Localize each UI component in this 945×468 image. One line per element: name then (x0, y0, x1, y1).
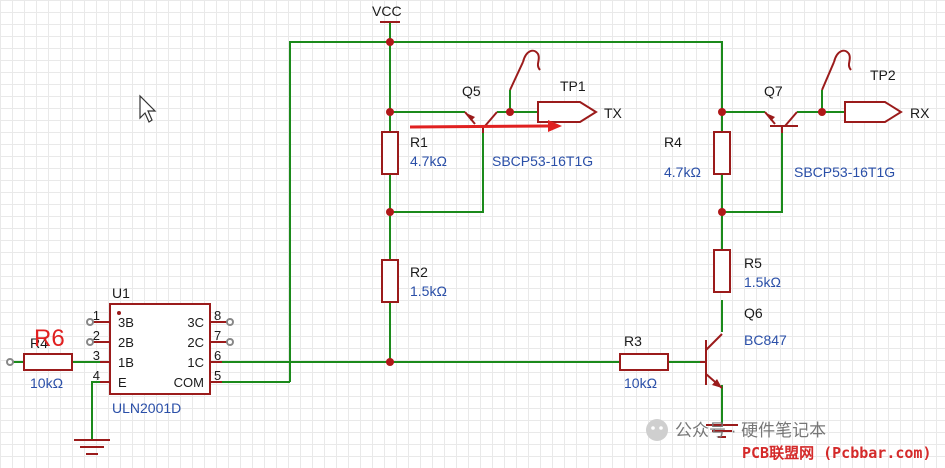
u1-pin-num: 4 (93, 368, 100, 383)
u1-pin-num: 3 (93, 348, 100, 363)
q6-value: BC847 (744, 332, 787, 348)
pin-unconnected-icon (226, 318, 234, 326)
wire-vcc-rail (289, 41, 723, 382)
junction (718, 108, 726, 116)
q5-value: SBCP53-16T1G (492, 153, 593, 169)
u1-pin-num: 5 (214, 368, 221, 383)
transistor-q6[interactable] (700, 333, 723, 389)
tx-label: TX (604, 105, 623, 121)
resistor-r2[interactable] (381, 259, 399, 303)
transistor-q7[interactable] (764, 111, 798, 133)
ground-icon (74, 439, 110, 455)
r3-ref: R3 (624, 333, 642, 349)
u1-pin-name: E (118, 375, 127, 390)
tp1-label: TP1 (560, 78, 586, 94)
junction (718, 208, 726, 216)
resistor-r1[interactable] (381, 131, 399, 175)
u1-pin-name: 3C (187, 315, 204, 330)
r4-value: 4.7kΩ (664, 164, 701, 180)
junction (386, 108, 394, 116)
r1-value: 4.7kΩ (410, 153, 447, 169)
probe-icon (821, 49, 852, 91)
r3-value: 10kΩ (624, 375, 657, 391)
watermark: 公众号 · 硬件笔记本 PCB联盟网 (Pcbbar.com) (646, 419, 932, 462)
u1-pin-num: 8 (214, 308, 221, 323)
resistor-r3[interactable] (619, 353, 669, 371)
mouse-cursor-icon (139, 94, 157, 123)
pin-unconnected-icon (86, 338, 94, 346)
transistor-q5[interactable] (464, 111, 500, 133)
q7-ref: Q7 (764, 83, 783, 99)
tp2-label: TP2 (870, 67, 896, 83)
wire-ground (91, 381, 100, 440)
wire-q5-base (390, 133, 484, 213)
u1-value: ULN2001D (112, 400, 181, 416)
r4-ref: R4 (664, 134, 682, 150)
annotation-arrow (409, 124, 549, 129)
junction (506, 108, 514, 116)
watermark-site: PCB联盟网 (Pcbbar.com) (742, 444, 932, 462)
junction (386, 38, 394, 46)
u1-pin-num: 1 (93, 308, 100, 323)
r6-original-ref: R4 (30, 335, 48, 351)
u1-pin-name: 1C (187, 355, 204, 370)
ic-u1[interactable] (109, 303, 211, 395)
r5-value: 1.5kΩ (744, 274, 781, 290)
port-rx[interactable] (844, 101, 903, 123)
port-tx[interactable] (537, 101, 598, 123)
wire-q7-base (722, 133, 783, 213)
u1-pin-name: 2C (187, 335, 204, 350)
r2-value: 1.5kΩ (410, 283, 447, 299)
u1-pin-name: COM (174, 375, 204, 390)
resistor-r5[interactable] (713, 249, 731, 293)
r1-ref: R1 (410, 134, 428, 150)
wechat-icon (646, 419, 668, 441)
ground-icon (706, 424, 738, 438)
junction (386, 208, 394, 216)
resistor-r6[interactable] (23, 353, 73, 371)
input-terminal-icon (6, 358, 14, 366)
q6-ref: Q6 (744, 305, 763, 321)
u1-pin-name: 3B (118, 315, 134, 330)
q5-ref: Q5 (462, 83, 481, 99)
probe-icon (509, 49, 541, 91)
watermark-account: 公众号 · 硬件笔记本 (675, 421, 826, 440)
u1-pin-num: 7 (214, 328, 221, 343)
annotation-arrow-head (548, 120, 562, 132)
vcc-label: VCC (372, 3, 402, 19)
r6-value: 10kΩ (30, 375, 63, 391)
r5-ref: R5 (744, 255, 762, 271)
u1-pin-num: 2 (93, 328, 100, 343)
rx-label: RX (910, 105, 930, 121)
u1-pin-num: 6 (214, 348, 221, 363)
u1-pin-name: 2B (118, 335, 134, 350)
junction (386, 358, 394, 366)
pin-unconnected-icon (86, 318, 94, 326)
pin-unconnected-icon (226, 338, 234, 346)
u1-ref: U1 (112, 285, 130, 301)
junctions (386, 38, 826, 366)
junction (818, 108, 826, 116)
r6-annotation-label: R6 (34, 325, 65, 352)
q7-value: SBCP53-16T1G (794, 164, 895, 180)
resistor-r4[interactable] (713, 131, 731, 175)
r2-ref: R2 (410, 264, 428, 280)
pin1-marker (117, 311, 121, 315)
u1-pin-name: 1B (118, 355, 134, 370)
